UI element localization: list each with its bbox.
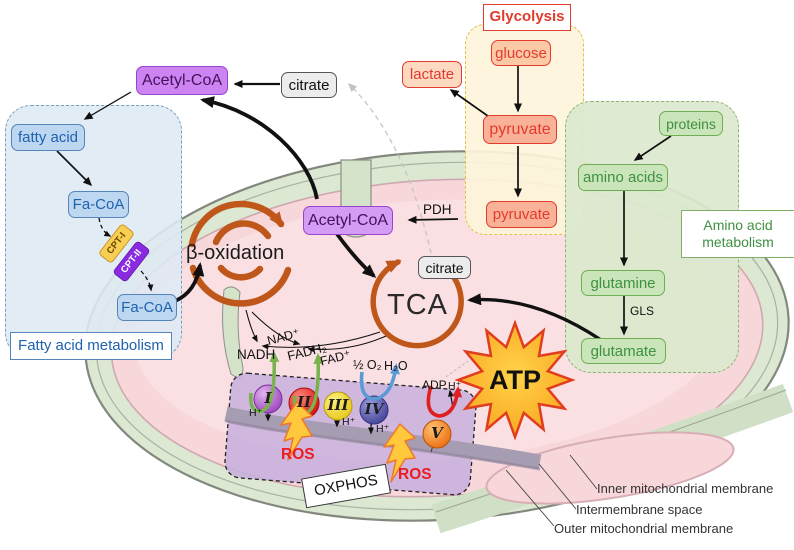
node-pyruvate-cytosol: pyruvate [483,115,557,144]
amino-acid-metabolism-label: Amino acid metabolism [681,210,794,258]
complex-ii-numeral: II [296,393,312,411]
crista-left [222,286,244,378]
fatty-acid-metabolism-label: Fatty acid metabolism [10,332,172,360]
nadh-label: NADH [237,347,276,362]
arrow-hplus-complex5 [448,389,454,409]
complex-iv-numeral: IV [364,400,384,418]
complex-iii-numeral: III [327,396,349,414]
crista-bottom-right-band [431,383,794,534]
pdh-label: PDH [423,202,452,217]
node-fa-coa-cytosol: Fa-CoA [68,191,129,218]
inner-membrane-band [224,406,542,470]
arrow-pdh [407,215,459,224]
arrow-acetylcoa-export [200,96,319,200]
ros-label: ROS [281,446,315,463]
node-glucose: glucose [491,40,551,66]
complex-v-numeral: V [431,424,443,442]
ros-label: ROS [398,466,432,483]
oxphos-label: OXPHOS [301,463,391,509]
adp-to-atp-dashed-line [445,360,469,378]
beta-oxidation-label: β-oxidation [186,242,285,264]
node-citrate-mito: citrate [418,256,471,279]
gls-label: GLS [630,304,655,318]
node-acetyl-coa-cytosol: Acetyl-CoA [136,66,228,95]
h2o-label: H₂O [384,359,408,373]
h-plus-label-iii: H⁺ [342,416,356,428]
complex-i-numeral: I [264,389,272,407]
inner-membrane-label: Inner mitochondrial membrane [597,481,774,496]
arrow-betaox-to-nadh [245,309,258,343]
node-glutamine: glutamine [581,270,665,296]
node-pyruvate-mito: pyruvate [486,201,557,228]
intermembrane-space-label: Intermembrane space [576,502,703,517]
half-o2-label: ½ O₂ [353,358,382,372]
adp-label: ADP [422,378,447,392]
glycolysis-title: Glycolysis [483,4,571,31]
amino-acid-metabolism-line2: metabolism [702,234,774,250]
node-lactate: lactate [402,61,462,88]
arrow-acetylcoa-to-tca [335,232,377,278]
atp-label: ATP [489,365,541,395]
node-glutamate: glutamate [581,338,666,364]
node-amino-acids: amino acids [578,164,668,191]
tca-label: TCA [387,289,448,321]
node-fa-coa-mito: Fa-CoA [117,294,177,321]
nad-plus-label: NAD⁺ [265,325,302,349]
h-plus-label-iv: H⁺ [376,423,390,435]
amino-acid-metabolism-line1: Amino acid [703,216,773,233]
node-acetyl-coa-mito: Acetyl-CoA [303,206,393,235]
node-fatty-acid: fatty acid [11,124,85,151]
outer-membrane-label: Outer mitochondrial membrane [554,521,734,536]
h-plus-label-v: H⁺ [448,380,462,392]
node-citrate-cytosol: citrate [281,72,337,98]
h-plus-label-i: H⁺ [249,407,263,419]
node-proteins: proteins [659,111,723,136]
